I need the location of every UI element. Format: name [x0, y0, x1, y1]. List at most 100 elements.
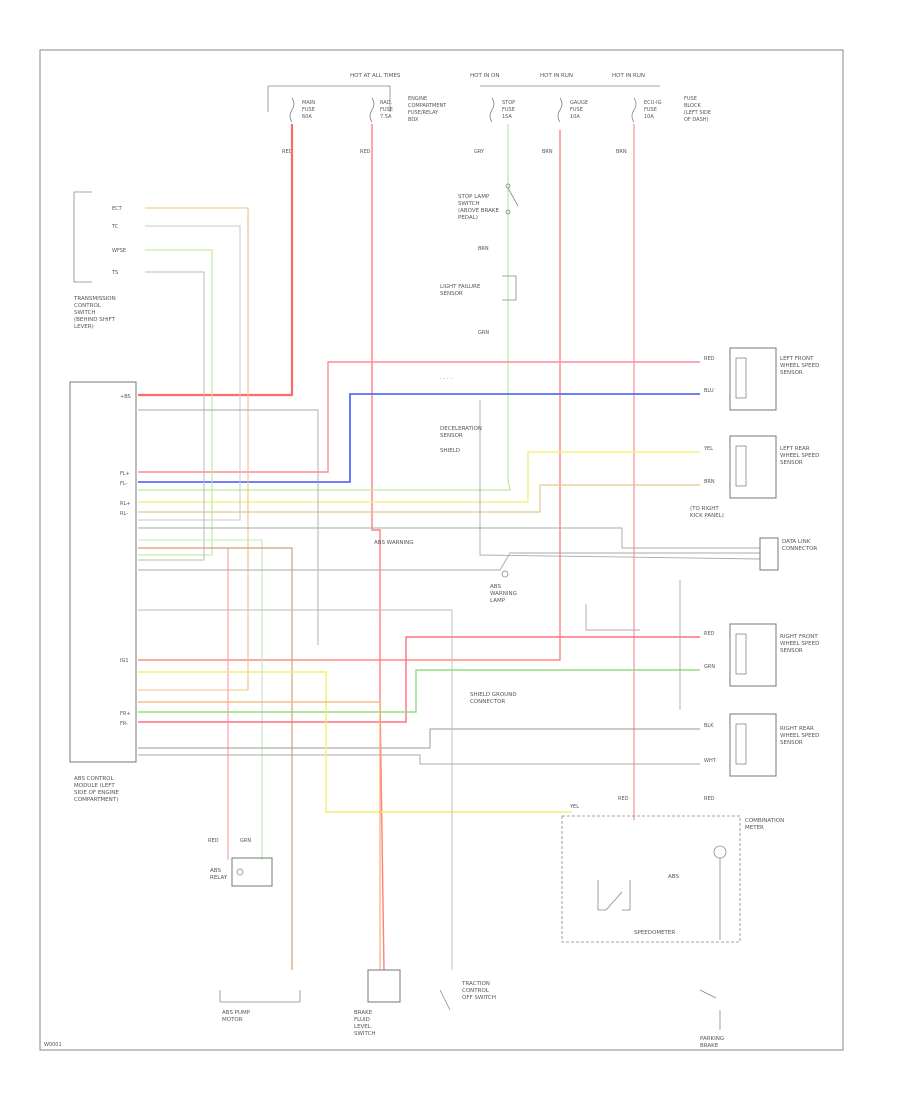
- svg-text:BRAKE: BRAKE: [354, 1010, 373, 1016]
- svg-text:LIGHT FAILURE: LIGHT FAILURE: [440, 284, 481, 290]
- fuse-2-icon: [369, 97, 375, 123]
- wire-lr-brn: [138, 484, 700, 513]
- svg-text:FL-: FL-: [120, 481, 128, 487]
- svg-text:GRN: GRN: [704, 664, 715, 670]
- svg-text:BLU: BLU: [704, 388, 714, 394]
- svg-text:FUSE: FUSE: [644, 107, 657, 113]
- svg-text:METER: METER: [745, 825, 764, 831]
- svg-text:SWITCH: SWITCH: [74, 310, 96, 316]
- rr-sensor: RIGHT REAR WHEEL SPEED SENSOR BLK WHT SH…: [470, 692, 819, 777]
- wire-tc-1: [138, 207, 249, 691]
- svg-text:FL+: FL+: [120, 471, 130, 477]
- svg-text:SWITCH: SWITCH: [354, 1031, 376, 1037]
- svg-text:SENSOR: SENSOR: [780, 740, 803, 746]
- svg-text:TS: TS: [111, 270, 118, 276]
- svg-text:ABS: ABS: [210, 868, 221, 874]
- svg-text:GRY: GRY: [474, 149, 485, 155]
- abs-pump-motor: ABS PUMP MOTOR: [219, 990, 301, 1023]
- svg-text:WHEEL SPEED: WHEEL SPEED: [780, 363, 819, 369]
- svg-text:TRANSMISSION: TRANSMISSION: [73, 296, 116, 302]
- svg-text:TC: TC: [111, 224, 119, 230]
- wire-lf-blu: [138, 393, 700, 483]
- svg-text:BLOCK: BLOCK: [684, 103, 701, 109]
- wire-abs-lamp: [138, 671, 572, 813]
- stop-lamp-switch: STOP LAMP SWITCH (ABOVE BRAKE PEDAL) LIG…: [440, 183, 519, 336]
- diagram-code: W0001: [44, 1042, 62, 1048]
- svg-text:BRN: BRN: [542, 149, 553, 155]
- svg-text:BRAKE: BRAKE: [700, 1043, 719, 1049]
- svg-text:SENSOR: SENSOR: [780, 460, 803, 466]
- svg-text:CONTROL: CONTROL: [74, 303, 102, 309]
- traction-switch: TRACTION CONTROL OFF SWITCH: [439, 981, 496, 1011]
- svg-text:WFSE: WFSE: [112, 248, 126, 254]
- svg-text:BLK: BLK: [704, 723, 714, 729]
- svg-text:FUSE/RELAY: FUSE/RELAY: [408, 110, 439, 116]
- fuse-3-header: HOT IN RUN: [540, 73, 573, 79]
- svg-text:FUSE: FUSE: [302, 107, 315, 113]
- svg-text:FLUID: FLUID: [354, 1017, 370, 1023]
- svg-text:RL-: RL-: [120, 511, 128, 517]
- wires: [138, 124, 761, 971]
- svg-text:SENSOR: SENSOR: [440, 291, 463, 297]
- svg-text:COMBINATION: COMBINATION: [745, 818, 784, 824]
- data-link-connector: DATA LINK CONNECTOR: [759, 537, 817, 571]
- svg-text:KICK PANEL): KICK PANEL): [690, 513, 724, 519]
- decel-sensor-note: DECELERATION SENSOR SHIELD · · · ·: [440, 376, 482, 454]
- wire-tc-3: [138, 249, 213, 556]
- lr-sensor: LEFT REAR WHEEL SPEED SENSOR YEL BRN (TO…: [690, 435, 819, 519]
- wire-tc-4: [138, 271, 205, 561]
- wire-rr-1: [138, 728, 700, 749]
- svg-text:ECU-IG: ECU-IG: [644, 100, 662, 106]
- brake-fluid-switch: BRAKE FLUID LEVEL SWITCH: [354, 969, 401, 1037]
- svg-text:RED: RED: [618, 796, 629, 802]
- fuse-area: HOT AT ALL TIMES HOT IN ON HOT IN RUN HO…: [267, 73, 711, 155]
- svg-text:STOP LAMP: STOP LAMP: [458, 194, 490, 200]
- parking-brake-switch: PARKING BRAKE: [699, 989, 724, 1049]
- svg-text:(ABOVE BRAKE: (ABOVE BRAKE: [458, 208, 500, 214]
- svg-text:YEL: YEL: [703, 446, 713, 452]
- svg-text:ABS CONTROL: ABS CONTROL: [74, 776, 114, 782]
- svg-text:SHIELD: SHIELD: [440, 448, 460, 454]
- svg-text:WHEEL SPEED: WHEEL SPEED: [780, 453, 819, 459]
- svg-text:WHEEL SPEED: WHEEL SPEED: [780, 641, 819, 647]
- svg-text:MODULE (LEFT: MODULE (LEFT: [74, 783, 115, 789]
- wire-orn: [138, 701, 381, 970]
- svg-text:FUSE: FUSE: [502, 107, 515, 113]
- svg-text:PEDAL): PEDAL): [458, 215, 478, 221]
- wire-lf-red: [138, 361, 700, 473]
- svg-text:ABS: ABS: [490, 584, 501, 590]
- fuse-4-header: HOT IN RUN: [612, 73, 645, 79]
- svg-text:SIDE OF ENGINE: SIDE OF ENGINE: [74, 790, 119, 796]
- svg-text:BRN: BRN: [616, 149, 627, 155]
- svg-text:ABS WARNING: ABS WARNING: [374, 540, 414, 546]
- svg-text:IG1: IG1: [120, 658, 129, 664]
- combination-meter: COMBINATION METER ABS SPEEDOMETER YEL RE…: [561, 796, 784, 943]
- svg-text:RED: RED: [704, 631, 715, 637]
- wire-pump-2: [138, 539, 263, 860]
- svg-text:ECT: ECT: [112, 206, 123, 212]
- svg-text:SENSOR: SENSOR: [780, 370, 803, 376]
- svg-text:60A: 60A: [302, 114, 312, 120]
- svg-text:PARKING: PARKING: [700, 1036, 724, 1042]
- wire-gauge: [138, 130, 561, 661]
- wire-stop-lamp: [138, 124, 511, 491]
- svg-text:COMPARTMENT): COMPARTMENT): [74, 797, 118, 803]
- wire-speedo: [585, 604, 640, 631]
- svg-text:WHT: WHT: [704, 758, 717, 764]
- svg-text:WHEEL SPEED: WHEEL SPEED: [780, 733, 819, 739]
- svg-text:OFF SWITCH: OFF SWITCH: [462, 995, 496, 1001]
- wire-lr-yel: [138, 451, 700, 503]
- svg-text:RED: RED: [704, 356, 715, 362]
- fuse-3-icon: [489, 97, 495, 123]
- svg-text:COMPARTMENT: COMPARTMENT: [408, 103, 447, 109]
- svg-text:(TO RIGHT: (TO RIGHT: [690, 506, 719, 512]
- abs-ecu: ABS CONTROL MODULE (LEFT SIDE OF ENGINE …: [69, 381, 137, 803]
- svg-text:RAD.: RAD.: [380, 100, 393, 106]
- svg-text:ENGINE: ENGINE: [408, 96, 427, 102]
- svg-text:FUSE: FUSE: [380, 107, 393, 113]
- abs-warning-area: ABS WARNING LAMP ABS WARNING: [374, 540, 517, 604]
- wire-pump-3: [138, 547, 293, 970]
- svg-text:STOP: STOP: [502, 100, 515, 106]
- transmission-connector: ECT TC WFSE TS TRANSMISSION CONTROL SWIT…: [73, 191, 126, 330]
